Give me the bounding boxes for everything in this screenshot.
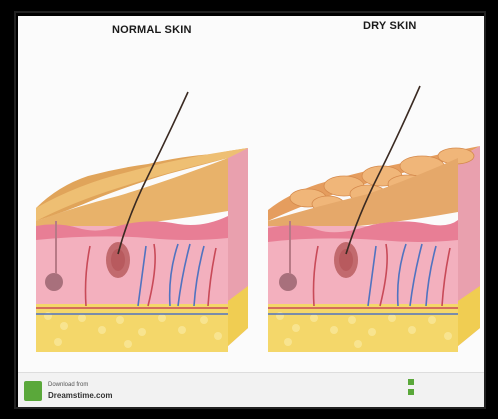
site-name: Dreamstime.com (48, 391, 112, 400)
download-label: Download from (48, 382, 88, 388)
watermark-footer: Download from Dreamstime.com (18, 372, 484, 408)
skin-diagram (18, 16, 484, 408)
diagram-canvas: NORMAL SKIN DRY SKIN (18, 16, 484, 408)
badge-1 (408, 379, 418, 385)
normal-skin-block (36, 92, 248, 352)
footer-badges (408, 379, 418, 399)
dreamstime-logo-icon (24, 381, 42, 401)
normal-sweat-gland (45, 273, 63, 291)
dry-sweat-gland (279, 273, 297, 291)
dry-skin-block (268, 86, 480, 352)
badge-2 (408, 389, 418, 395)
